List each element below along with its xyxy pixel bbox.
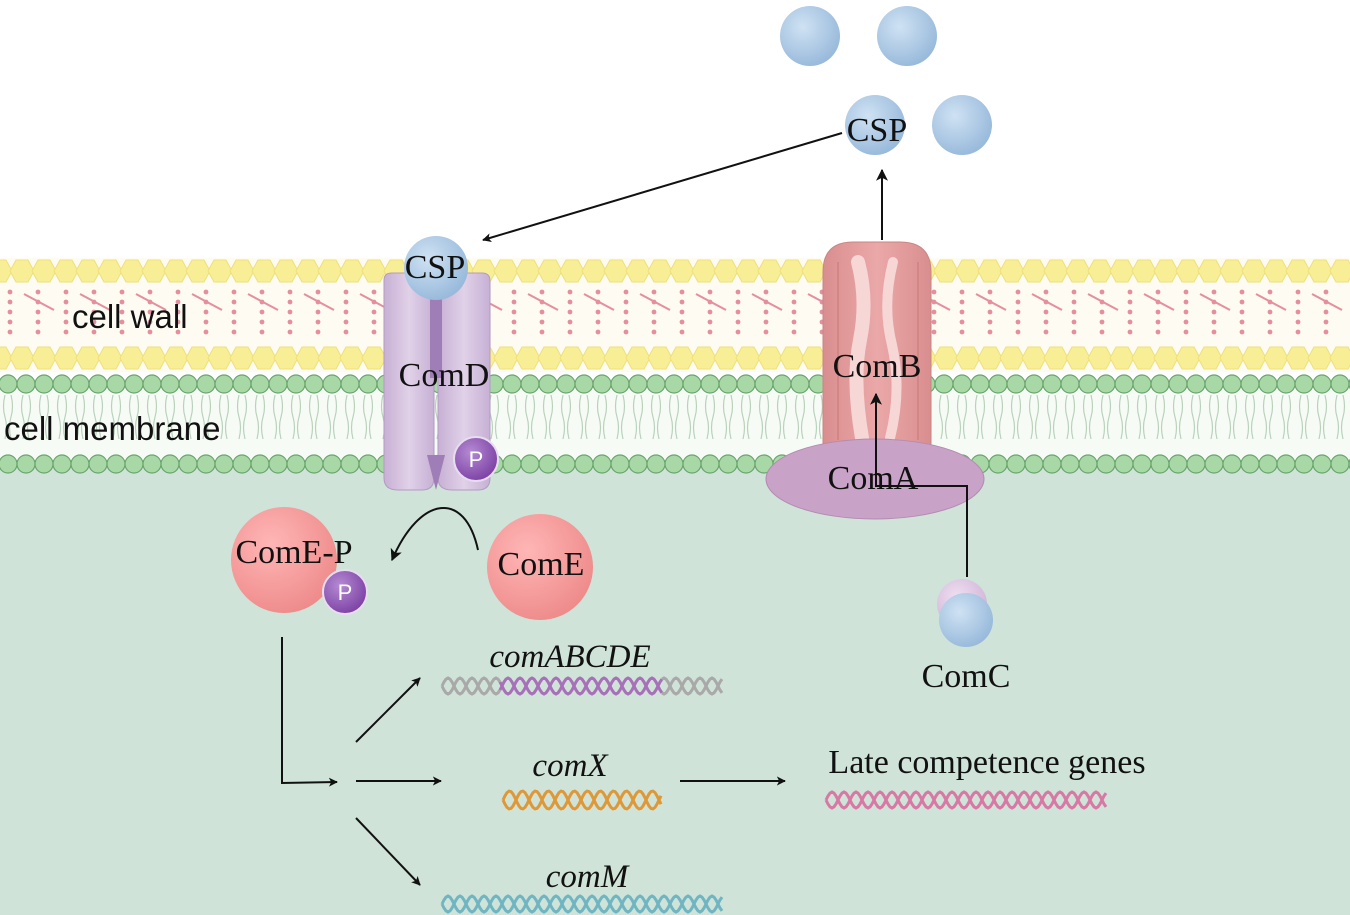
comE-P-protein xyxy=(231,507,337,613)
arrow-to-comM xyxy=(355,817,421,886)
gene-label-comABCDE: comABCDE xyxy=(489,639,650,675)
cytoplasm xyxy=(0,465,1350,915)
comB-transporter xyxy=(822,241,932,446)
cell-wall-label: cell wall xyxy=(72,298,188,335)
cell-membrane-label: cell membrane xyxy=(4,410,220,447)
arrows xyxy=(281,132,968,886)
csp-label: CSP xyxy=(847,112,908,149)
csp-pool xyxy=(780,6,992,155)
gene-label-comX: comX xyxy=(532,748,609,784)
lipid-heads-inner xyxy=(0,454,1350,474)
comE-label: ComE xyxy=(498,546,585,583)
arrow-to-comABCDE xyxy=(355,677,421,743)
late-competence-genes-label: Late competence genes xyxy=(828,744,1145,781)
comE-P-label: ComE-P xyxy=(235,534,352,571)
gene-strands xyxy=(440,676,1108,914)
arrow-phosphorylation xyxy=(390,507,479,562)
gene-label-comM: comM xyxy=(546,859,630,895)
csp-peptide xyxy=(877,6,937,66)
comD-label: ComD xyxy=(399,357,490,394)
arrow-comE-P-activation xyxy=(281,637,338,787)
cell-wall-outer-layer xyxy=(0,259,1350,283)
comC-precursor xyxy=(937,579,993,647)
phosphate-2: P xyxy=(322,569,368,615)
comC-label: ComC xyxy=(922,658,1011,695)
arrow-comC-processing xyxy=(870,392,968,577)
csp-bound xyxy=(404,236,468,300)
comA-label: ComA xyxy=(828,460,919,497)
csp-peptide xyxy=(932,95,992,155)
csp-peptide xyxy=(845,95,905,155)
phosphate-label: P xyxy=(338,580,353,605)
phosphate-label: P xyxy=(469,447,484,472)
lipid-heads-outer xyxy=(0,374,1350,394)
comE-protein xyxy=(487,514,593,620)
csp-peptide xyxy=(780,6,840,66)
comD-receptor xyxy=(383,272,491,491)
cell-wall-inner-layer xyxy=(0,346,1350,370)
csp-bound-label: CSP xyxy=(405,249,466,286)
phosphate-1: P xyxy=(453,436,499,482)
arrow-csp-to-comD xyxy=(482,132,843,242)
cell-wall xyxy=(0,258,1350,372)
comB-label: ComB xyxy=(833,348,922,385)
